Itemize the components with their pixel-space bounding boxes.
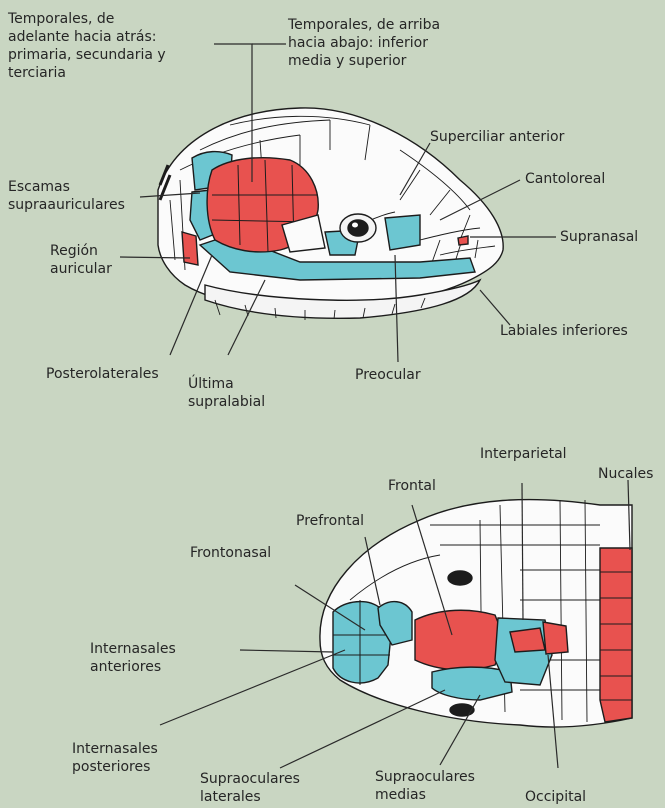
label-frontonasal: Frontonasal xyxy=(190,544,271,562)
label-interparietal: Interparietal xyxy=(480,445,567,463)
label-supraoculares-laterales: Supraoculares laterales xyxy=(200,770,300,806)
label-posterolaterales: Posterolaterales xyxy=(46,365,159,383)
label-supraoculares-medias: Supraoculares medias xyxy=(375,768,475,804)
label-temporales-adelante: Temporales, de adelante hacia atrás: pri… xyxy=(8,10,166,82)
dorsal-head-view xyxy=(320,500,632,727)
label-prefrontal: Prefrontal xyxy=(296,512,364,530)
dorsal-red-interparietal xyxy=(510,628,545,652)
label-temporales-arriba: Temporales, de arriba hacia abajo: infer… xyxy=(288,16,440,70)
label-superciliar-anterior: Superciliar anterior xyxy=(430,128,564,146)
label-frontal: Frontal xyxy=(388,477,436,495)
label-labiales-inferiores: Labiales inferiores xyxy=(500,322,628,340)
label-region-auricular: Región auricular xyxy=(50,242,112,278)
lateral-blue-preocular xyxy=(385,215,420,250)
label-occipital: Occipital xyxy=(525,788,586,806)
lateral-red-auricular xyxy=(182,232,198,265)
label-preocular: Preocular xyxy=(355,366,421,384)
label-cantoloreal: Cantoloreal xyxy=(525,170,605,188)
dorsal-eye-bottom xyxy=(450,704,474,716)
lateral-red-supranasal xyxy=(458,236,468,245)
label-escamas-supraauriculares: Escamas supraauriculares xyxy=(8,178,125,214)
label-internasales-posteriores: Internasales posteriores xyxy=(72,740,158,776)
label-ultima-supralabial: Última supralabial xyxy=(188,375,265,411)
label-internasales-anteriores: Internasales anteriores xyxy=(90,640,176,676)
dorsal-red-frontal xyxy=(415,610,505,669)
dorsal-eye-top xyxy=(448,571,472,585)
dorsal-red-nucales xyxy=(600,548,632,722)
label-nucales: Nucales xyxy=(598,465,653,483)
label-supranasal: Supranasal xyxy=(560,228,638,246)
dorsal-red-occipital xyxy=(543,622,568,654)
